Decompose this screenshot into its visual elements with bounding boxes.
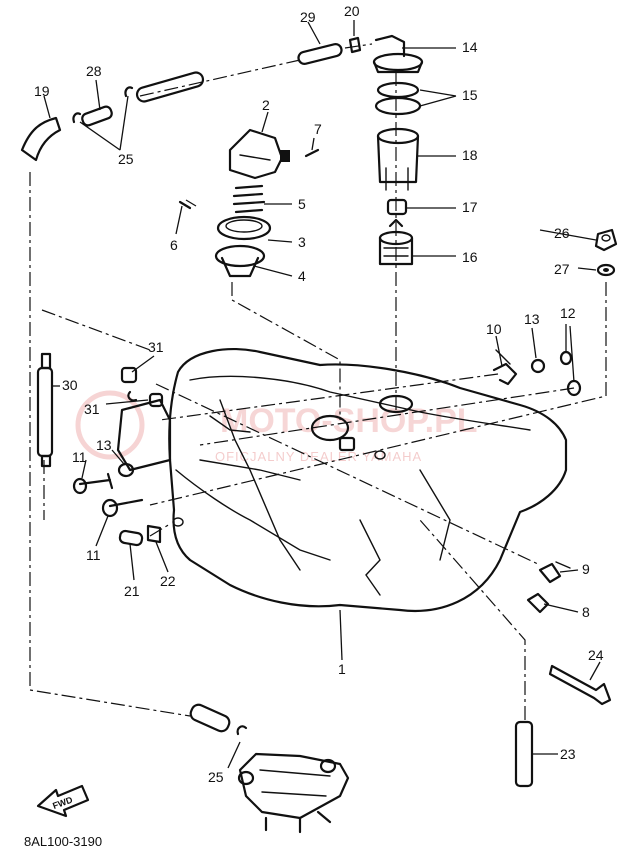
part-18-pump-body bbox=[376, 127, 420, 191]
callout-2: 2 bbox=[262, 97, 270, 113]
callout-15: 15 bbox=[462, 87, 478, 103]
callout-6: 6 bbox=[170, 237, 178, 253]
callout-20: 20 bbox=[344, 3, 360, 19]
part-11-bolts bbox=[72, 472, 144, 518]
callout-30: 30 bbox=[62, 377, 78, 393]
callout-4: 4 bbox=[298, 268, 306, 284]
callout-9: 9 bbox=[582, 561, 590, 577]
part-31-clips bbox=[120, 366, 164, 408]
lower-hose bbox=[189, 703, 248, 736]
part-13-grommets bbox=[117, 358, 546, 478]
part-5-spring bbox=[232, 184, 266, 214]
fuel-cock bbox=[237, 752, 350, 834]
callout-13-left: 13 bbox=[96, 437, 112, 453]
callout-31-top: 31 bbox=[148, 339, 164, 355]
callout-13-right: 13 bbox=[524, 311, 540, 327]
leader-lines bbox=[43, 20, 601, 769]
part-8-cap bbox=[526, 592, 550, 614]
callout-labels: 29 20 14 15 18 17 16 28 19 25 2 7 5 3 4 … bbox=[34, 3, 604, 785]
part-9-clip bbox=[538, 561, 571, 584]
callout-11-top: 11 bbox=[72, 449, 87, 465]
callout-10: 10 bbox=[486, 321, 502, 337]
part-16-filter bbox=[378, 218, 414, 266]
part-30-hose bbox=[36, 352, 54, 468]
callout-5: 5 bbox=[298, 196, 306, 212]
callout-28: 28 bbox=[86, 63, 102, 79]
part-23-hose bbox=[514, 720, 534, 788]
callout-24: 24 bbox=[588, 647, 604, 663]
callout-23: 23 bbox=[560, 746, 576, 762]
callout-11-bottom: 11 bbox=[86, 547, 101, 563]
callout-12: 12 bbox=[560, 305, 576, 321]
part-28-fitting bbox=[72, 71, 205, 127]
callout-17: 17 bbox=[462, 199, 478, 215]
callout-3: 3 bbox=[298, 234, 306, 250]
callout-25-top: 25 bbox=[118, 151, 134, 167]
part-17-clamp bbox=[386, 198, 408, 216]
part-24-strap bbox=[548, 664, 612, 706]
callout-19: 19 bbox=[34, 83, 50, 99]
forward-direction-marker: FWD bbox=[36, 784, 90, 818]
callout-26: 26 bbox=[554, 225, 570, 241]
callout-1: 1 bbox=[338, 661, 346, 677]
callout-21: 21 bbox=[124, 583, 140, 599]
callout-22: 22 bbox=[160, 573, 176, 589]
part-22-clip bbox=[146, 524, 162, 544]
callout-16: 16 bbox=[462, 249, 478, 265]
watermark: MOTO-SHOP.PL OFICJALNY DEALER YAMAHA bbox=[75, 390, 478, 464]
part-2-cap bbox=[228, 128, 290, 180]
part-4-neck bbox=[214, 244, 266, 278]
callout-14: 14 bbox=[462, 39, 478, 55]
part-10-bracket bbox=[492, 349, 518, 386]
drawing-code: 8AL100-3190 bbox=[24, 834, 102, 849]
callout-8: 8 bbox=[582, 604, 590, 620]
callout-18: 18 bbox=[462, 147, 478, 163]
callout-27: 27 bbox=[554, 261, 570, 277]
forward-label: FWD bbox=[51, 794, 74, 811]
callout-7: 7 bbox=[314, 121, 322, 137]
pins bbox=[178, 148, 320, 210]
callout-31-bottom: 31 bbox=[84, 401, 100, 417]
callout-25-bottom: 25 bbox=[208, 769, 224, 785]
assembly-lines bbox=[29, 43, 607, 720]
callout-29: 29 bbox=[300, 9, 316, 25]
part-14-pump-top bbox=[372, 34, 424, 74]
part-21-hose bbox=[118, 529, 144, 547]
part-29-hose bbox=[297, 36, 362, 65]
fuel-tank bbox=[116, 347, 568, 612]
part-27-washer bbox=[596, 263, 616, 277]
watermark-brand: MOTO-SHOP.PL bbox=[220, 402, 478, 440]
part-3-gasket bbox=[216, 215, 272, 241]
part-26-nut bbox=[594, 228, 618, 252]
part-15-rings bbox=[374, 81, 422, 116]
part-19-hose bbox=[20, 116, 62, 162]
